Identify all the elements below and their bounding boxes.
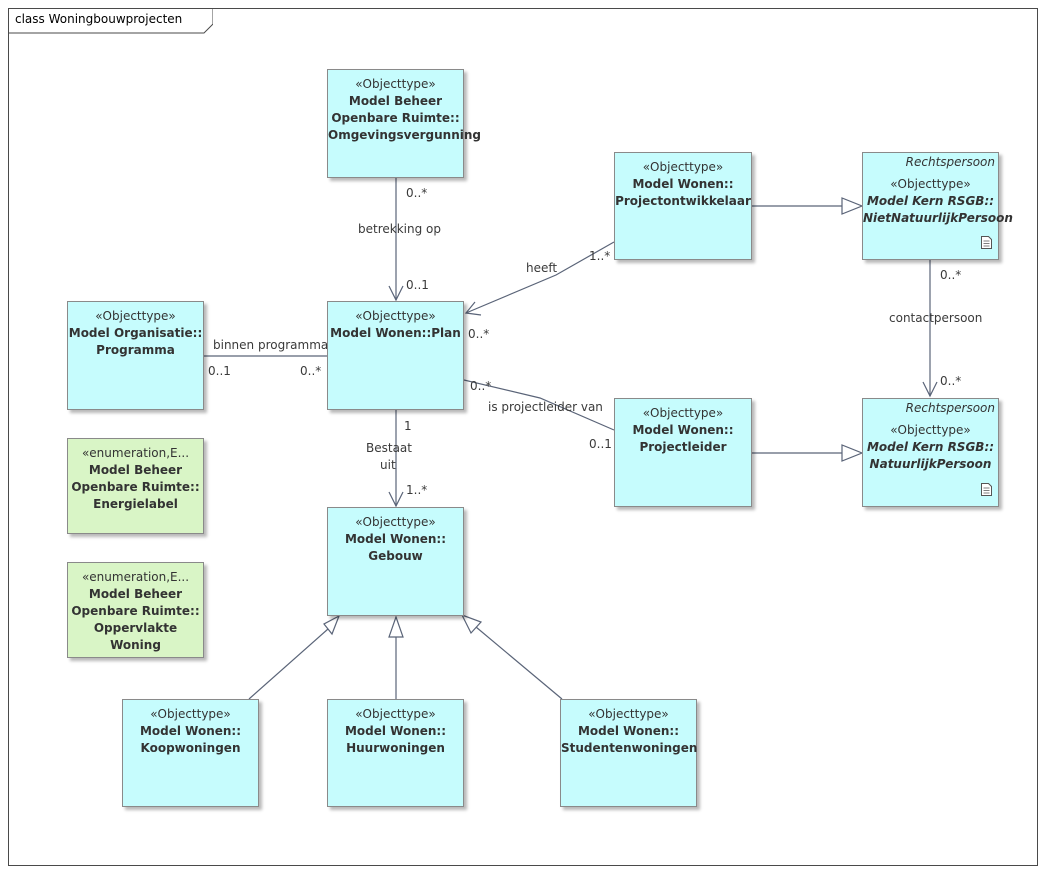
class-gebouw[interactable]: «Objecttype» Model Wonen:: Gebouw [327,507,464,616]
mult-contactpersoon-target: 0..* [940,374,962,388]
class-name-line: Model Wonen:: [344,532,447,546]
label-contactpersoon: contactpersoon [889,311,983,325]
class-programma[interactable]: «Objecttype» Model Organisatie:: Program… [67,301,204,410]
class-name-line: Model Beheer [88,463,183,477]
label-heeft: heeft [526,261,558,275]
assoc-is-projectleider-van-line[interactable] [463,379,615,431]
class-name-line: NietNatuurlijkPersoon [863,211,1013,225]
class-name-line: Koopwoningen [140,741,241,755]
class-name-line: Huurwoningen [346,741,445,755]
classifier-tag: Rechtspersoon [905,401,995,415]
enumeration-oppervlakte-woning[interactable]: «enumeration,E... Model Beheer Openbare … [67,562,204,658]
class-projectleider[interactable]: «Objecttype» Model Wonen:: Projectleider [614,398,752,507]
class-huurwoningen[interactable]: «Objecttype» Model Wonen:: Huurwoningen [327,699,464,807]
diagram-title: class Woningbouwprojecten [15,12,183,26]
class-name-line: Studentenwoningen [561,741,698,755]
class-name-line: Model Wonen:: [632,423,734,437]
stereotype-label: «Objecttype» [890,423,971,437]
label-betrekking-op: betrekking op [358,222,441,236]
class-name-line: Oppervlakte Woning [93,621,178,652]
generalization-arrowhead-np [841,444,864,462]
mult-betrekking-op-source: 0..* [406,186,428,200]
class-name-line: Model Kern RSGB:: [866,440,995,454]
assoc-heeft-arrow [464,301,482,316]
class-niet-natuurlijk-persoon[interactable]: Rechtspersoon «Objecttype» Model Kern RS… [862,152,1013,260]
mult-binnen-programma-source: 0..1 [208,364,231,378]
class-name-line: Openbare Ruimte:: [71,480,200,494]
class-name-line: Model Organisatie:: [68,326,203,340]
stereotype-label: «Objecttype» [355,515,436,529]
class-name-line: Projectontwikkelaar [615,194,751,208]
mult-heeft-target: 0..* [468,327,490,341]
mult-projectleider-target: 0..1 [589,437,612,451]
class-natuurlijk-persoon[interactable]: Rechtspersoon «Objecttype» Model Kern RS… [862,398,999,507]
class-name-line: Model Wonen:: [577,724,680,738]
class-name-line: Omgevingsvergunning [328,128,481,142]
stereotype-label: «Objecttype» [150,707,231,721]
stereotype-label: «Objecttype» [642,406,724,420]
label-bestaat-uit-line1: Bestaat [366,441,412,455]
class-name-line: Model Beheer [348,94,443,108]
class-name-line: Model Kern RSGB:: [866,194,995,208]
generalization-koopwoningen-line[interactable] [248,628,329,700]
frame-tab-outline [8,8,213,34]
stereotype-label: «enumeration,E... [81,446,190,460]
assoc-bestaat-uit-arrow [388,491,404,508]
class-name-line: Gebouw [368,549,423,563]
label-binnen-programma: binnen programma [213,338,329,352]
class-name-line: Energielabel [93,497,178,511]
assoc-heeft-line[interactable] [465,241,615,314]
mult-betrekking-op-target: 0..1 [406,278,429,292]
class-name-line: Model Beheer [88,587,183,601]
generalization-arrowhead-nnp [841,197,864,215]
class-koopwoningen[interactable]: «Objecttype» Model Wonen:: Koopwoningen [122,699,259,807]
class-name-line: Model Wonen:: [632,177,734,191]
class-name-line: Model Wonen::Plan [330,326,461,340]
mult-projectleider-source: 0..* [470,379,492,393]
enumeration-energielabel[interactable]: «enumeration,E... Model Beheer Openbare … [67,438,204,534]
mult-contactpersoon-source: 0..* [940,268,962,282]
generalization-studentenwoningen-line[interactable] [475,626,563,700]
class-name-line: Openbare Ruimte:: [71,604,200,618]
class-name-line: Programma [96,343,175,357]
class-studentenwoningen[interactable]: «Objecttype» Model Wonen:: Studentenwoni… [560,699,697,807]
assoc-contactpersoon-arrow [922,381,938,398]
mult-heeft-source: 1..* [589,249,611,263]
classifier-tag: Rechtspersoon [905,155,995,169]
stereotype-label: «Objecttype» [588,707,669,721]
label-is-projectleider-van: is projectleider van [488,400,603,414]
stereotype-label: «Objecttype» [355,309,436,323]
class-plan[interactable]: «Objecttype» Model Wonen::Plan [327,301,464,410]
mult-binnen-programma-target: 0..* [300,364,322,378]
stereotype-label: «Objecttype» [355,77,436,91]
class-omgevingsvergunning[interactable]: «Objecttype» Model Beheer Openbare Ruimt… [327,69,481,178]
class-name-line: NatuurlijkPersoon [869,457,992,471]
document-icon [981,236,992,249]
stereotype-label: «Objecttype» [642,160,724,174]
class-name-line: Openbare Ruimte:: [331,111,460,125]
assoc-betrekking-op-arrow [388,285,404,302]
stereotype-label: «Objecttype» [355,707,436,721]
document-icon [981,483,992,496]
stereotype-label: «Objecttype» [890,177,971,191]
class-name-line: Model Wonen:: [344,724,447,738]
mult-bestaat-uit-target: 1..* [406,483,428,497]
stereotype-label: «enumeration,E... [81,570,190,584]
label-bestaat-uit-line2: uit [380,458,396,472]
generalization-arrowhead-student [460,613,483,635]
mult-bestaat-uit-source: 1 [404,419,412,433]
generalization-arrowhead-koop [323,614,341,636]
class-projectontwikkelaar[interactable]: «Objecttype» Model Wonen:: Projectontwik… [614,152,752,260]
generalization-arrowhead-huur [388,615,404,638]
class-name-line: Projectleider [639,440,727,454]
class-name-line: Model Wonen:: [139,724,242,738]
stereotype-label: «Objecttype» [95,309,176,323]
